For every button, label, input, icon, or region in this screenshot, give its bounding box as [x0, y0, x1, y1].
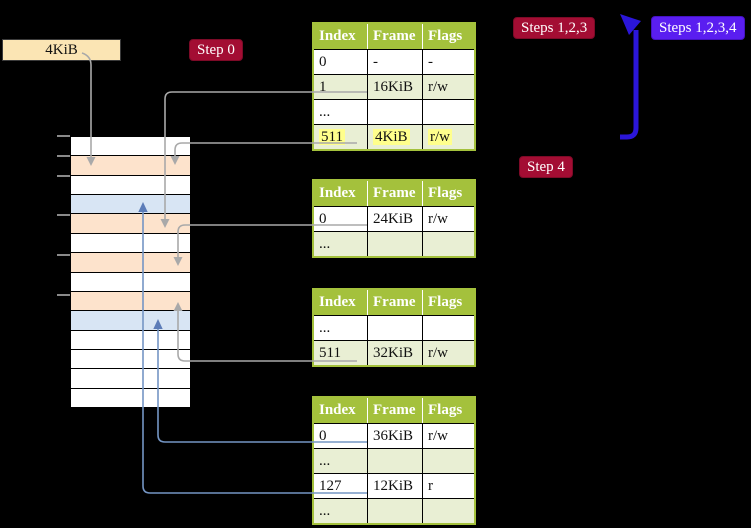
cell-flags	[422, 449, 474, 473]
column-header-frame: Frame	[367, 290, 422, 315]
cell-index: 511	[314, 125, 367, 149]
memory-row	[71, 213, 190, 233]
cell-flags: -	[422, 50, 474, 74]
table-row-highlighted: 511 4KiB r/w	[314, 124, 474, 149]
column-header-frame: Frame	[367, 398, 422, 423]
cell-index: 127	[319, 478, 342, 494]
cell-frame: 24KiB	[367, 207, 422, 231]
cell-frame	[367, 449, 422, 473]
cell-frame: -	[367, 50, 422, 74]
cell-frame	[367, 316, 422, 340]
highlight-text: 511	[319, 129, 345, 145]
cell-frame: 4KiB	[367, 125, 422, 149]
highlight-text: 4KiB	[373, 129, 410, 145]
cell-flags	[422, 499, 474, 523]
cell-index: 0	[319, 211, 327, 227]
page-table-3: Index Frame Flags ... 511 32KiB r/w	[312, 288, 476, 367]
table-row: 1 16KiB r/w	[314, 74, 474, 99]
memory-row	[71, 194, 190, 214]
table-row: ...	[314, 99, 474, 124]
cell-index: ...	[319, 104, 331, 120]
memory-row	[71, 348, 190, 369]
cell-index: ...	[319, 503, 331, 519]
cell-flags: r	[422, 474, 474, 498]
memory-row	[71, 137, 190, 156]
column-header-index: Index	[314, 24, 367, 49]
table-row: 511 32KiB r/w	[314, 340, 474, 365]
cell-index: 0	[319, 428, 327, 444]
cell-index: ...	[319, 453, 331, 469]
cell-index: 1	[319, 79, 327, 95]
physical-memory-strip	[70, 136, 191, 408]
memory-row	[71, 174, 190, 195]
cell-flags: r/w	[422, 207, 474, 231]
cell-index: ...	[319, 236, 331, 252]
table-row: ...	[314, 231, 474, 256]
cell-frame: 32KiB	[367, 341, 422, 365]
cell-frame	[367, 100, 422, 124]
cell-flags	[422, 232, 474, 256]
loop-arrow	[620, 30, 639, 140]
column-header-flags: Flags	[422, 181, 474, 206]
frame-size-label: 4KiB	[2, 39, 121, 61]
table-row: 0 36KiB r/w	[314, 423, 474, 448]
cell-flags: r/w	[422, 125, 474, 149]
memory-row	[71, 387, 190, 408]
column-header-frame: Frame	[367, 181, 422, 206]
column-header-index: Index	[314, 181, 367, 206]
table-row: ...	[314, 315, 474, 340]
page-table-1: Index Frame Flags 0 - - 1 16KiB r/w ... …	[312, 22, 476, 151]
cell-flags: r/w	[422, 341, 474, 365]
memory-row	[71, 252, 190, 272]
cell-frame	[367, 232, 422, 256]
cell-frame: 36KiB	[367, 424, 422, 448]
memory-row	[71, 232, 190, 253]
column-header-frame: Frame	[367, 24, 422, 49]
memory-tick-marks	[57, 135, 70, 296]
loop-arrowhead-icon	[620, 14, 641, 35]
cell-flags	[422, 316, 474, 340]
memory-row	[71, 155, 190, 175]
table-row: ...	[314, 448, 474, 473]
memory-row	[71, 271, 190, 291]
page-table-2: Index Frame Flags 0 24KiB r/w ...	[312, 179, 476, 258]
cell-index: ...	[319, 320, 331, 336]
loop-arrow-notch	[478, 130, 500, 142]
column-header-index: Index	[314, 290, 367, 315]
table-row: 0 24KiB r/w	[314, 206, 474, 231]
column-header-index: Index	[314, 398, 367, 423]
badge-steps-1234: Steps 1,2,3,4	[651, 16, 745, 40]
table-row: ...	[314, 498, 474, 523]
memory-row	[71, 368, 190, 388]
cell-frame	[367, 499, 422, 523]
highlight-text: r/w	[428, 129, 452, 145]
table-row: 0 - -	[314, 49, 474, 74]
cell-flags: r/w	[422, 424, 474, 448]
cell-frame: 16KiB	[367, 75, 422, 99]
cell-flags	[422, 100, 474, 124]
cell-index: 0	[319, 54, 327, 70]
column-header-flags: Flags	[422, 290, 474, 315]
cell-index: 511	[319, 345, 341, 361]
cell-frame: 12KiB	[367, 474, 422, 498]
page-table-4: Index Frame Flags 0 36KiB r/w ... 127 12…	[312, 396, 476, 525]
table-row: 127 12KiB r	[314, 473, 474, 498]
cell-flags: r/w	[422, 75, 474, 99]
badge-step-0: Step 0	[189, 39, 243, 61]
memory-row	[71, 290, 190, 311]
badge-steps-123: Steps 1,2,3	[513, 17, 596, 39]
badge-step-4: Step 4	[519, 156, 573, 178]
column-header-flags: Flags	[422, 24, 474, 49]
memory-row	[71, 329, 190, 349]
column-header-flags: Flags	[422, 398, 474, 423]
memory-row	[71, 310, 190, 330]
